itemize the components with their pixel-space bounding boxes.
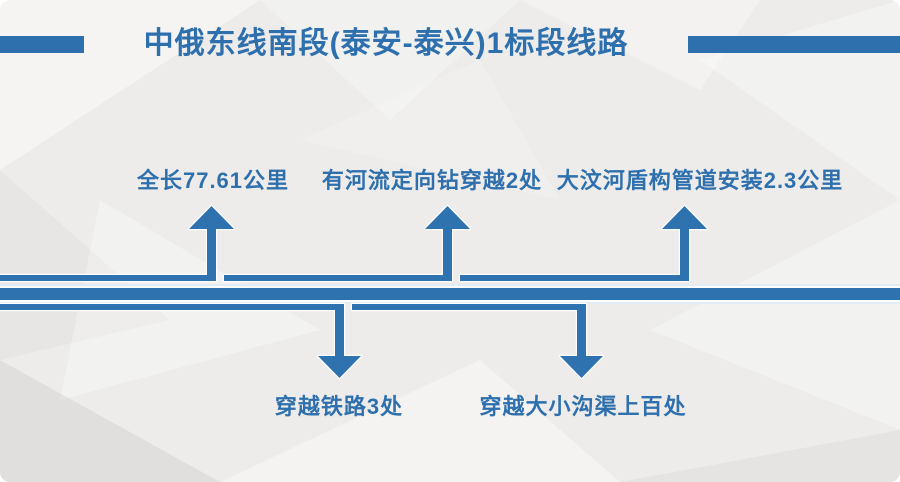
callout-label-railway-crossings: 穿越铁路3处 (274, 394, 404, 419)
down-arrow-icon-ditch-crossings (350, 302, 605, 380)
pipeline-band-core (0, 288, 900, 300)
callout-label-river-crossings: 有河流定向钻穿越2处 (321, 168, 543, 193)
title-right-bar-decoration (688, 36, 900, 53)
callout-label-total-length: 全长77.61公里 (136, 168, 290, 193)
pipeline-band (0, 284, 900, 304)
up-arrow-icon-shield-tunnel (458, 204, 709, 283)
down-arrow-icon-railway-crossings (0, 302, 363, 380)
title-left-bar-decoration (0, 36, 84, 53)
up-arrow-icon-total-length (0, 204, 236, 283)
up-arrow-icon-river-crossings (222, 204, 472, 283)
page-title: 中俄东线南段(泰安-泰兴)1标段线路 (143, 27, 629, 60)
callout-label-ditch-crossings: 穿越大小沟渠上百处 (479, 394, 687, 419)
callout-label-shield-tunnel: 大汶河盾构管道安装2.3公里 (556, 168, 844, 193)
